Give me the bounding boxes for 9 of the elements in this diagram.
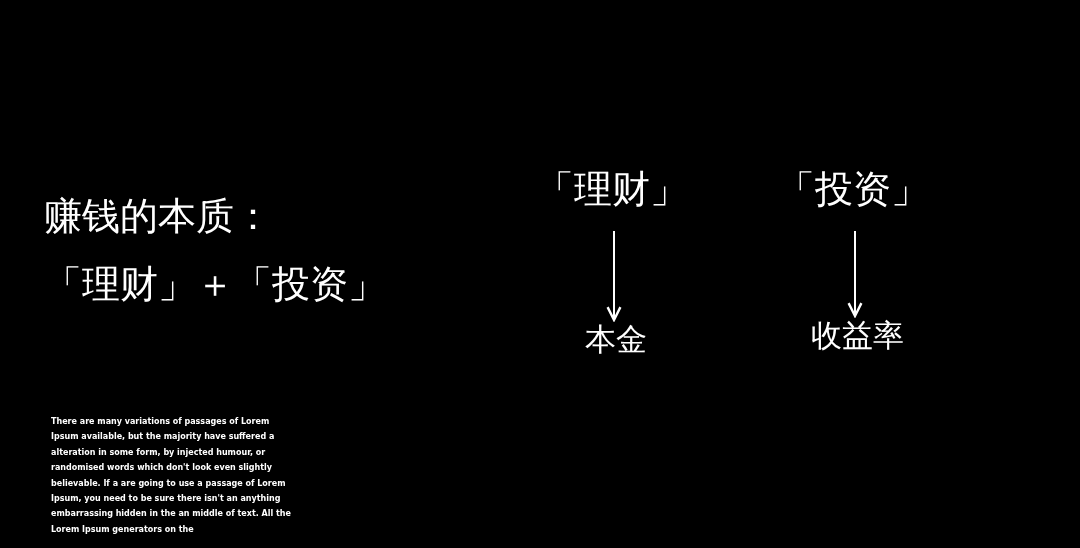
arrow (606, 229, 622, 322)
node-text: 收益率 (810, 317, 904, 353)
paragraph: There are many variations of passages of Lorem Ipsum available, but the majority have suffered a alteration in some form, by injected humour, or randomised words which don't look even slightly believable. If a are going to use a passage of Lorem Ipsum, you need to be sure there isn't an anything embarrassing hidden in the an middle of text. All the Lorem Ipsum generators on the (51, 416, 291, 536)
node-text: 本金 (585, 321, 647, 357)
formula-text: 「理财」＋「投资」 (44, 262, 386, 308)
node-text: 「投资」 (777, 169, 929, 211)
heading: 赚钱的本质： (44, 194, 272, 240)
node-text: 「理财」 (536, 169, 688, 211)
arrow (847, 229, 863, 318)
